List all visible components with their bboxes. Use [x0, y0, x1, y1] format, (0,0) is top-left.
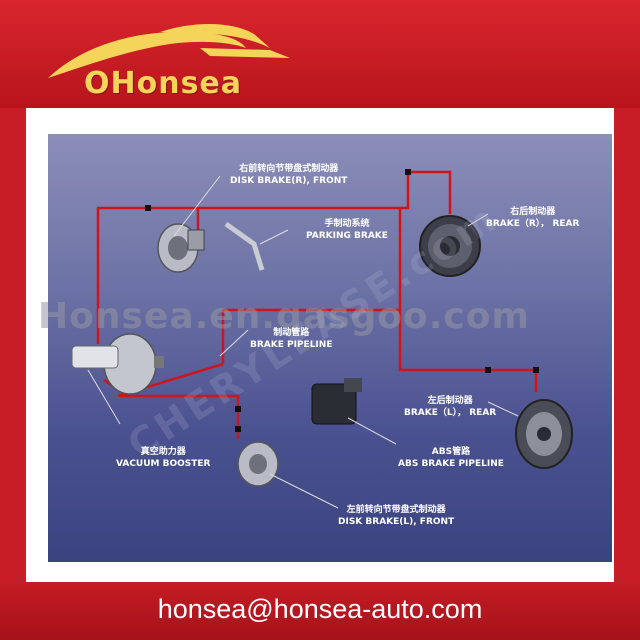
watermark-horizontal: Honsea.en.gasgoo.com	[38, 296, 531, 337]
brand-logo-text: OHonsea	[84, 66, 243, 101]
label-brake-pipeline: 制动管路 BRAKE PIPELINE	[250, 328, 333, 350]
label-abs-pipeline: ABS管路 ABS BRAKE PIPELINE	[398, 447, 504, 469]
label-brake-rear-left: 左后制动器 BRAKE（L）， REAR	[404, 396, 497, 418]
parking-brake-lever-icon	[224, 221, 289, 271]
car-swoosh-logo-icon	[48, 24, 290, 78]
pipe-clips	[145, 169, 539, 432]
label-parking-brake: 手制动系统 PARKING BRAKE	[306, 219, 388, 241]
disk-brake-right-front-icon	[157, 175, 221, 273]
label-disk-brake-left-front: 左前转向节带盘式制动器 DISK BRAKE(L), FRONT	[338, 505, 455, 527]
header-banner: OHonsea	[0, 0, 640, 108]
abs-unit-icon	[311, 378, 397, 445]
label-vacuum-booster: 真空助力器 VACUUM BOOSTER	[116, 447, 211, 469]
brake-rear-right-icon	[419, 213, 489, 277]
label-disk-brake-right-front: 右前转向节带盘式制动器 DISK BRAKE(R), FRONT	[230, 164, 348, 186]
vacuum-booster-icon	[71, 333, 164, 425]
contact-email: honsea@honsea-auto.com	[157, 594, 483, 624]
diagram-panel	[48, 134, 612, 562]
label-brake-rear-right: 右后制动器 BRAKE（R）， REAR	[486, 207, 580, 229]
brake-rear-left-icon	[487, 399, 573, 469]
brake-system-diagram	[71, 169, 573, 509]
disk-brake-left-front-icon	[237, 441, 339, 509]
footer-banner	[0, 582, 640, 640]
